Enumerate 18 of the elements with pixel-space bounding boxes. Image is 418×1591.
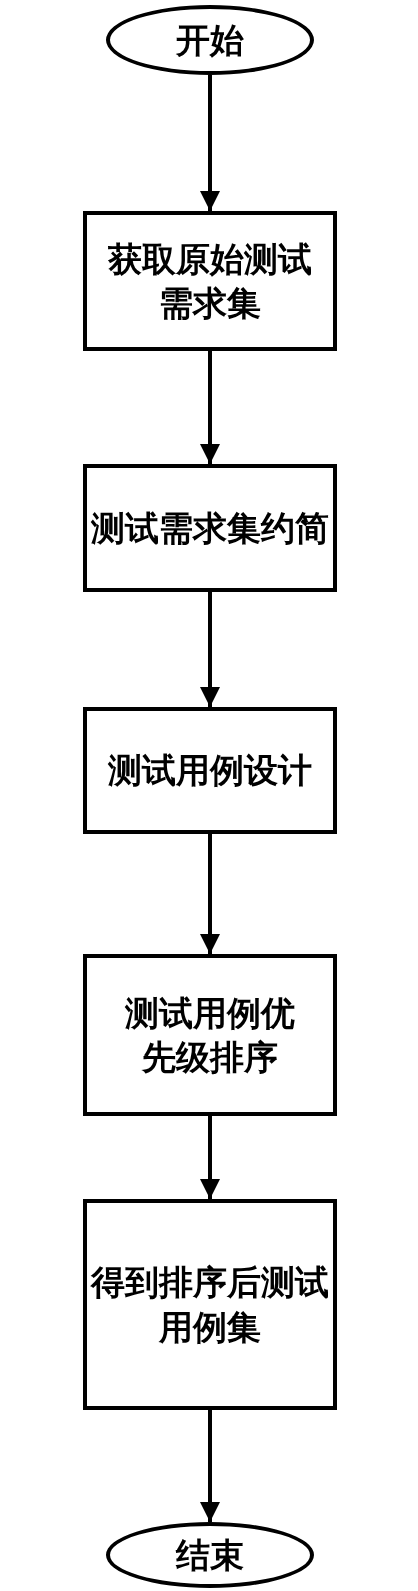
arrow	[200, 75, 220, 211]
arrow	[200, 592, 220, 707]
arrow	[200, 1410, 220, 1522]
process-box	[83, 211, 337, 351]
node-label: 测试用例优先级排序	[124, 991, 296, 1079]
node-label: 得到排序后测试用例集	[89, 1261, 330, 1349]
arrow	[200, 1116, 220, 1199]
arrow	[200, 834, 220, 954]
process-box	[83, 707, 337, 834]
arrow	[200, 351, 220, 464]
node-label: 开始	[176, 18, 244, 62]
process-box	[83, 464, 337, 592]
node-label: 结束	[176, 1533, 244, 1577]
process-box	[83, 954, 337, 1116]
node-label: 测试用例设计	[108, 749, 312, 793]
node-label: 获取原始测试需求集	[107, 237, 313, 325]
node-label: 测试需求集约简	[91, 506, 329, 550]
process-box	[83, 1199, 337, 1410]
